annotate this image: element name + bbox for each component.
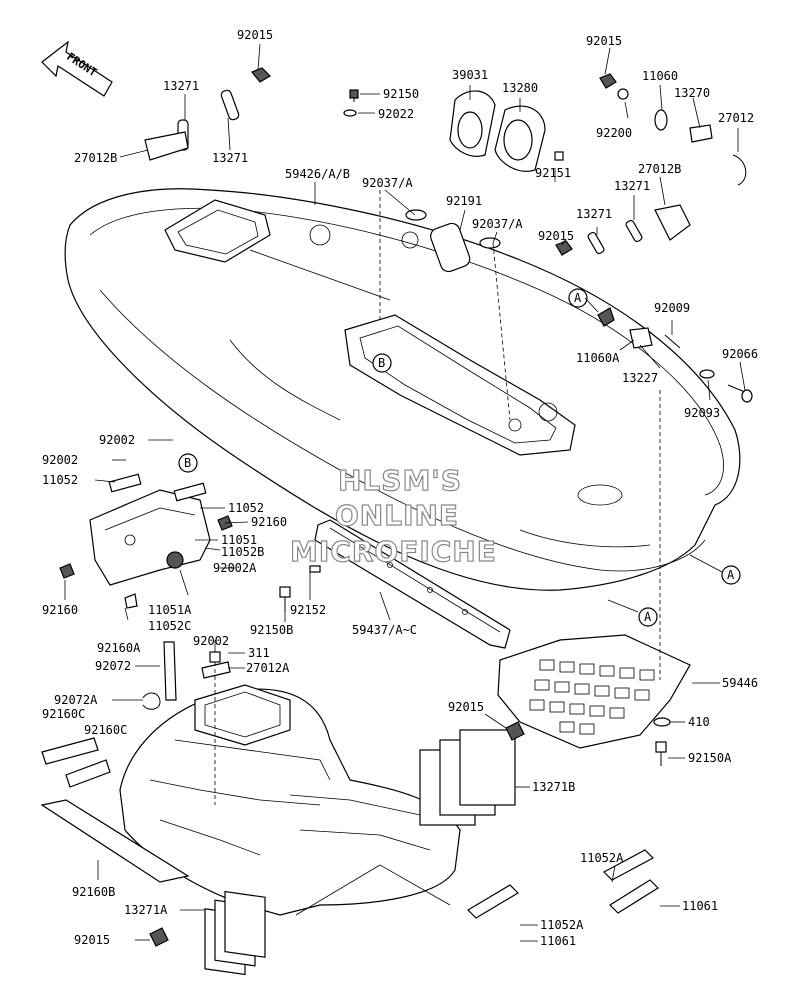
- label-11051A: 11051A: [148, 603, 192, 617]
- label-92002A: 92002A: [213, 561, 257, 575]
- label-11061-a: 11061: [682, 899, 718, 913]
- label-39031: 39031: [452, 68, 488, 82]
- label-92002-b: 92002: [42, 453, 78, 467]
- label-13270: 13270: [674, 86, 710, 100]
- label-92015-top: 92015: [237, 28, 273, 42]
- label-59446: 59446: [722, 676, 758, 690]
- callout-A-1: A: [574, 291, 582, 305]
- callout-B-1: B: [378, 356, 385, 370]
- label-11052-a: 11052: [42, 473, 78, 487]
- callout-A-3: A: [644, 610, 652, 624]
- callout-B-2: B: [184, 456, 191, 470]
- label-92160C-b: 92160C: [84, 723, 127, 737]
- label-92200: 92200: [596, 126, 632, 140]
- label-13271-d: 13271: [576, 207, 612, 221]
- watermark-line-2: ONLINE: [335, 499, 459, 532]
- label-410: 410: [688, 715, 710, 729]
- watermark: HLSM'S ONLINE MICROFICHE: [289, 463, 497, 568]
- bracket-assembly: [89, 473, 211, 586]
- label-27012A: 27012A: [246, 661, 290, 675]
- front-arrow: FRONT: [41, 40, 113, 97]
- label-92002-a: 92002: [99, 433, 135, 447]
- label-92037a-2: 92037/A: [472, 217, 523, 231]
- label-13271B: 13271B: [532, 780, 575, 794]
- label-92093: 92093: [684, 406, 720, 420]
- label-92037a-1: 92037/A: [362, 176, 413, 190]
- label-92191: 92191: [446, 194, 482, 208]
- leader-lines: [64, 43, 746, 942]
- label-13271-c: 13271: [614, 179, 650, 193]
- hull-body: [64, 188, 741, 591]
- label-11052A-a: 11052A: [580, 851, 624, 865]
- blocks-13271B: [419, 729, 516, 826]
- label-92066: 92066: [722, 347, 758, 361]
- rail-59437: [314, 519, 511, 649]
- label-13227: 13227: [622, 371, 658, 385]
- label-92151: 92151: [535, 166, 571, 180]
- label-59426: 59426/A/B: [285, 167, 350, 181]
- label-92072A: 92072A: [54, 693, 98, 707]
- label-11052C: 11052C: [148, 619, 191, 633]
- label-92015-m: 92015: [448, 700, 484, 714]
- misc-small-parts: [59, 515, 671, 947]
- blocks-13271A: [204, 890, 266, 976]
- label-11060: 11060: [642, 69, 678, 83]
- plate-59446: [497, 634, 691, 749]
- label-11060A: 11060A: [576, 351, 620, 365]
- label-92072: 92072: [95, 659, 131, 673]
- label-11051: 11051: [221, 533, 257, 547]
- watermark-line-3: MICROFICHE: [290, 535, 497, 568]
- label-11061-b: 11061: [540, 934, 576, 948]
- label-27012B-a: 27012B: [74, 151, 117, 165]
- callouts: [178, 288, 741, 627]
- label-13271A: 13271A: [124, 903, 168, 917]
- label-13280: 13280: [502, 81, 538, 95]
- label-92150: 92150: [383, 87, 419, 101]
- label-92015-r2: 92015: [538, 229, 574, 243]
- label-59437: 59437/A~C: [352, 623, 417, 637]
- label-92022: 92022: [378, 107, 414, 121]
- label-92152: 92152: [290, 603, 326, 617]
- label-92150B: 92150B: [250, 623, 293, 637]
- small-parts-right: [555, 73, 753, 403]
- label-92150A: 92150A: [688, 751, 732, 765]
- label-92160-b: 92160: [42, 603, 78, 617]
- label-92015-b: 92015: [74, 933, 110, 947]
- label-13271-a: 13271: [163, 79, 199, 93]
- label-11052A-b: 11052A: [540, 918, 584, 932]
- small-parts-top: [144, 67, 564, 273]
- label-92160B: 92160B: [72, 885, 115, 899]
- label-13271-b: 13271: [212, 151, 248, 165]
- part-labels: 92015 13271 27012B 13271 92150 92022 594…: [42, 28, 758, 948]
- label-92160-a: 92160: [251, 515, 287, 529]
- label-92009: 92009: [654, 301, 690, 315]
- straps-bottom: [295, 849, 659, 919]
- label-27012: 27012: [718, 111, 754, 125]
- label-92015-r: 92015: [586, 34, 622, 48]
- tapes: [40, 737, 190, 883]
- watermark-line-1: HLSM'S: [338, 464, 462, 497]
- label-92002-c: 92002: [193, 634, 229, 648]
- label-92160C-a: 92160C: [42, 707, 85, 721]
- label-11052-b: 11052: [228, 501, 264, 515]
- label-92160A: 92160A: [97, 641, 141, 655]
- label-11052B: 11052B: [221, 545, 264, 559]
- lower-hull: [119, 684, 461, 916]
- label-311: 311: [248, 646, 270, 660]
- callout-A-2: A: [727, 568, 735, 582]
- label-27012B-b: 27012B: [638, 162, 681, 176]
